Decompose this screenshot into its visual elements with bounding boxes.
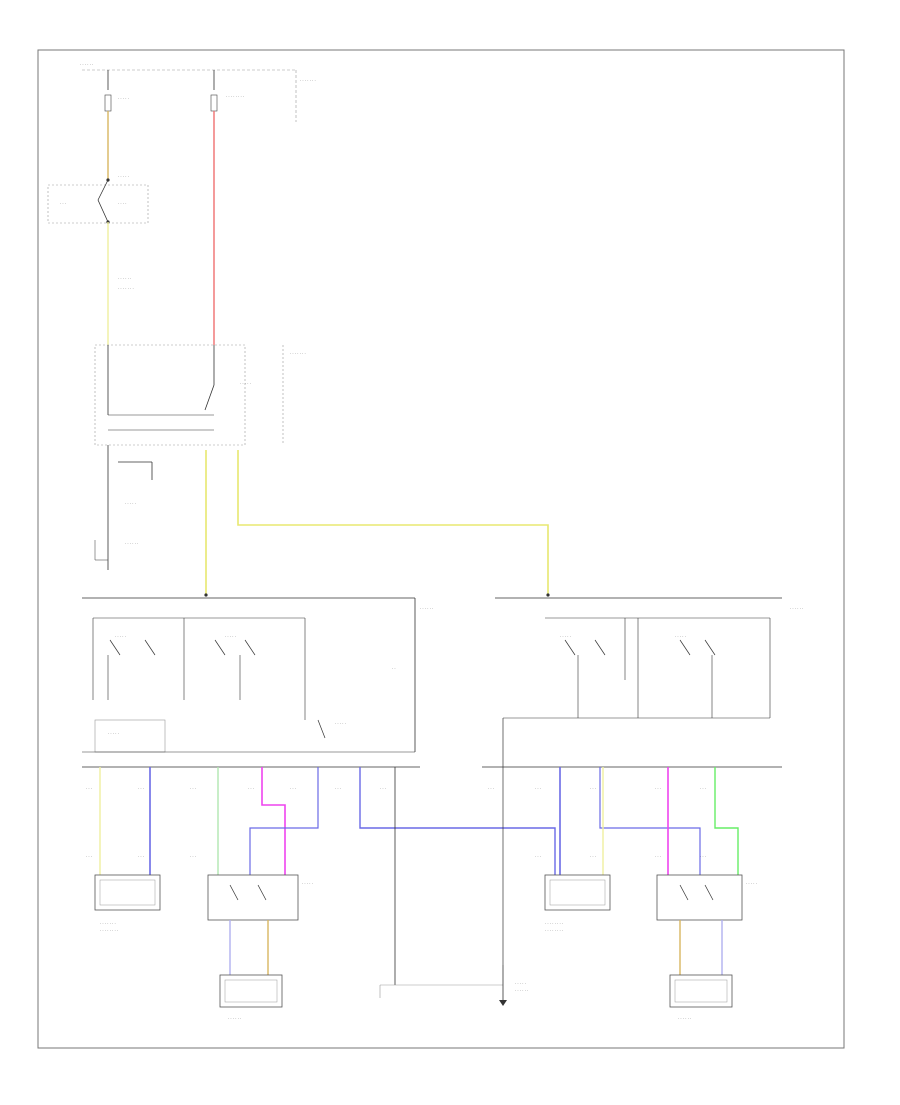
wire-p-green	[714, 767, 739, 875]
svg-text:· · · · ·: · · · · ·	[115, 634, 126, 639]
svg-text:· · · · · ·: · · · · · ·	[118, 276, 131, 281]
svg-text:· · · · · ·: · · · · · ·	[515, 988, 528, 993]
fuse-right	[210, 94, 218, 112]
ground-area-left: · · · · · · · · · · ·	[94, 445, 153, 570]
wire-cross-blue-2	[599, 767, 701, 875]
wire-tick-labels: · · · · · · · · · · · · · · · · · · · · …	[86, 786, 706, 859]
svg-text:· · · · · · · ·: · · · · · · · ·	[545, 928, 563, 933]
svg-text:· · · · · · · ·: · · · · · · · ·	[226, 94, 244, 99]
right-rear-motor: · · · · · ·	[669, 974, 733, 1021]
svg-text:· · ·: · · ·	[655, 854, 661, 859]
svg-text:· · · · · ·: · · · · · ·	[420, 606, 433, 611]
svg-text:· · ·: · · ·	[590, 854, 596, 859]
left-rear-motor: · · · · · ·	[219, 974, 283, 1021]
svg-text:· · ·: · · ·	[290, 786, 296, 791]
svg-text:· · · · · · ·: · · · · · · ·	[118, 286, 134, 291]
wire-yellow-passenger	[237, 450, 549, 595]
wire-d-pink	[261, 767, 286, 875]
wire-d-blue-cross	[249, 767, 319, 875]
svg-text:· · ·: · · ·	[138, 854, 144, 859]
svg-text:· · · · · · ·: · · · · · · ·	[300, 78, 316, 83]
svg-text:· · · · · · ·: · · · · · · ·	[290, 351, 306, 356]
svg-text:· · ·: · · ·	[335, 786, 341, 791]
svg-text:· · ·: · · ·	[60, 201, 66, 206]
right-rear-switch: · · · · ·	[656, 874, 757, 921]
ground-splice: · · · · · · · · · · ·	[379, 965, 528, 1006]
svg-text:· · · · · · · ·: · · · · · · · ·	[545, 921, 563, 926]
svg-text:· · · · ·: · · · · ·	[225, 634, 236, 639]
svg-text:· · ·: · · ·	[190, 786, 196, 791]
svg-text:· · · · ·: · · · · ·	[746, 881, 757, 886]
ignition-switch: · · · · · · · · · · · ·	[47, 174, 149, 224]
svg-text:· · ·: · · ·	[535, 854, 541, 859]
svg-text:· · ·: · · ·	[655, 786, 661, 791]
left-rear-switch: · · · · ·	[207, 874, 313, 921]
svg-text:· · · · · ·: · · · · · ·	[125, 541, 138, 546]
svg-text:· · ·: · · ·	[138, 786, 144, 791]
svg-text:· · ·: · · ·	[700, 786, 706, 791]
svg-text:· · · · ·: · · · · ·	[560, 634, 571, 639]
svg-text:· · ·: · · ·	[488, 786, 494, 791]
svg-text:· · · · ·: · · · · ·	[335, 721, 346, 726]
fuse-left	[104, 94, 112, 112]
svg-text:· · · · ·: · · · · ·	[125, 501, 136, 506]
diagram-border	[37, 49, 845, 1049]
wire-cross-blue	[359, 767, 556, 875]
passenger-switch-assembly: · · · · · · · · · · · · · · · ·	[495, 597, 803, 719]
svg-text:· · · ·: · · · ·	[118, 201, 126, 206]
svg-text:· · ·: · · ·	[190, 854, 196, 859]
svg-text:· · · · ·: · · · · ·	[108, 731, 119, 736]
svg-text:· · · · · · ·: · · · · · · ·	[100, 921, 116, 926]
svg-text:· · · · · ·: · · · · · ·	[790, 606, 803, 611]
driver-switch-assembly: · · · · · · · · · · · · · · · · · · · · …	[82, 597, 433, 753]
driver-door-motor: · · · · · · · · · · · · · · ·	[94, 874, 161, 933]
relay-box: · · · · · · · · · · · ·	[94, 344, 306, 446]
svg-text:· · ·: · · ·	[86, 786, 92, 791]
svg-text:· · · · · ·: · · · · · ·	[228, 1016, 241, 1021]
svg-text:· · · · ·: · · · · ·	[675, 634, 686, 639]
svg-text:· · ·: · · ·	[535, 786, 541, 791]
svg-text:· · ·: · · ·	[86, 854, 92, 859]
svg-text:· · ·: · · ·	[380, 786, 386, 791]
svg-text:· · · · ·: · · · · ·	[240, 381, 251, 386]
svg-text:· · · · · · · ·: · · · · · · · ·	[100, 928, 118, 933]
svg-text:· · · · ·: · · · · ·	[302, 881, 313, 886]
svg-text:· · · · ·: · · · · ·	[118, 96, 129, 101]
svg-text:· · · · · ·: · · · · · ·	[80, 62, 93, 67]
svg-text:· · ·: · · ·	[590, 786, 596, 791]
svg-text:· · ·: · · ·	[700, 854, 706, 859]
svg-text:· · · · ·: · · · · ·	[118, 174, 129, 179]
passenger-door-motor: · · · · · · · · · · · · · · · ·	[544, 874, 611, 933]
power-feed-section: · · · · · · · · · · · · · · · · · · · · …	[80, 62, 316, 122]
svg-text:· · ·: · · ·	[248, 786, 254, 791]
svg-text:· ·: · ·	[392, 666, 396, 671]
svg-text:· · · · · ·: · · · · · ·	[678, 1016, 691, 1021]
svg-text:· · · · ·: · · · · ·	[515, 981, 526, 986]
